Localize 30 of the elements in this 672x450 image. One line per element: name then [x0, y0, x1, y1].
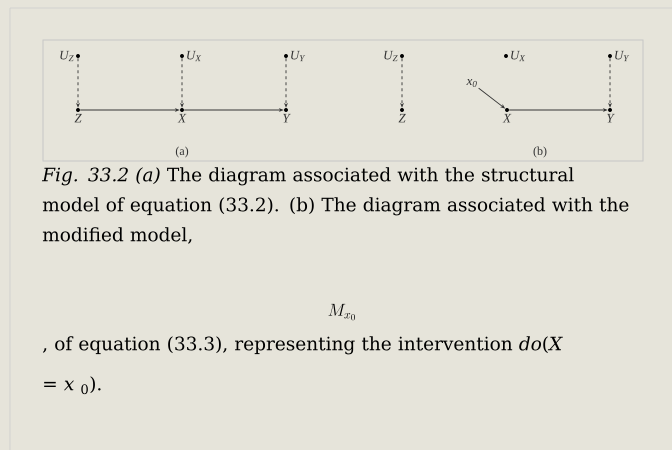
node-label: U$_{X}$ — [511, 50, 526, 62]
point-node: Z — [398, 108, 406, 122]
node-label: U$_{X}$ — [187, 50, 202, 62]
point-node: U$_{Z}$ — [384, 50, 404, 62]
node-label: Z — [74, 114, 82, 122]
node-label: Y — [607, 114, 615, 122]
point-node: U$_{Z}$ — [60, 50, 80, 62]
formula: $M_{x_0}$ — [328, 304, 355, 320]
node-label: U$_{Z}$ — [60, 50, 74, 62]
node-label: U$_{Z}$ — [384, 50, 398, 62]
panel-label: (b) — [534, 146, 546, 158]
node-label: X — [178, 114, 186, 122]
point-node: U$_{X}$ — [504, 50, 526, 62]
point-node: U$_{Y}$ — [608, 50, 630, 62]
point-node: U$_{Y}$ — [284, 50, 306, 62]
point-node: Y — [283, 108, 291, 122]
point-node: Y — [607, 108, 615, 122]
point-node: X — [502, 108, 512, 122]
point-node: Z — [74, 108, 82, 122]
node-label: Z — [398, 114, 406, 122]
point-node: X — [178, 108, 186, 122]
node-label: x$_{0}$ — [466, 79, 477, 87]
panel-label: (a) — [176, 146, 188, 158]
node-label: X — [502, 114, 512, 122]
figure-caption: Fig. 33.2 (a) The diagram associated with the structural model of equation (33.2). (b) The diagram associated with the modified model, — [42, 167, 628, 244]
node-label: Y — [283, 114, 291, 122]
caption-text: , of equation (33.3), representing the intervention do(X = x $_{0}$). — [42, 336, 563, 394]
point-node: U$_{X}$ — [180, 50, 202, 62]
node-label: U$_{Y}$ — [615, 50, 630, 62]
node-label: U$_{Y}$ — [291, 50, 306, 62]
